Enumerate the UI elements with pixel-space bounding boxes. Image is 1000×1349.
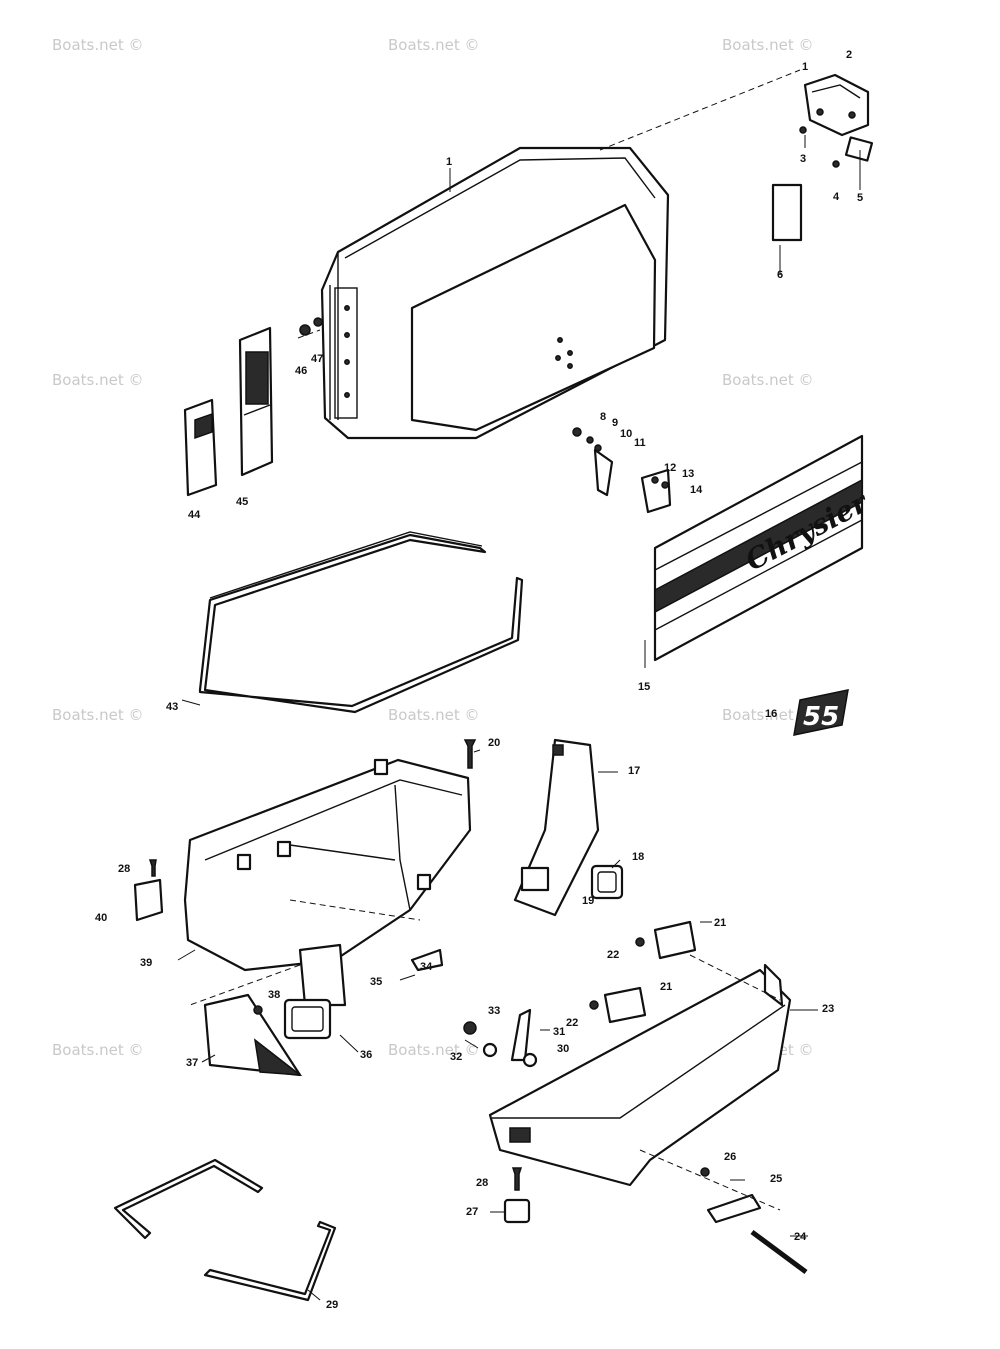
watermark: Boats.net © xyxy=(52,36,144,54)
hinge-lower xyxy=(589,986,647,1024)
watermark: Boats.net © xyxy=(722,36,814,54)
callout-label: 10 xyxy=(620,428,632,440)
callout-label: 43 xyxy=(166,701,178,713)
callout-label: 29 xyxy=(326,1299,338,1311)
callout-label: 8 xyxy=(600,411,606,423)
callout-label: 45 xyxy=(236,496,248,508)
callout-label: 12 xyxy=(664,462,676,474)
callout-label: 28 xyxy=(118,863,130,875)
leader-lines xyxy=(177,135,861,1301)
grommet xyxy=(590,864,624,900)
callout-label: 22 xyxy=(607,949,619,961)
callout-label: 21 xyxy=(660,981,672,993)
callout-label: 23 xyxy=(822,1003,834,1015)
latch-hardware xyxy=(572,427,672,514)
hinge-upper xyxy=(635,920,697,960)
callout-label: 3 xyxy=(800,153,806,165)
vent-assembly xyxy=(183,317,323,497)
callout-label: 46 xyxy=(295,365,307,377)
upper-engine-cover xyxy=(320,146,670,440)
callout-label: 11 xyxy=(634,437,646,449)
assembly-line xyxy=(599,69,801,151)
callout-label: 16 xyxy=(765,708,777,720)
watermark: Boats.net © xyxy=(52,706,144,724)
callout-label: 31 xyxy=(553,1026,565,1038)
callout-label: 37 xyxy=(186,1057,198,1069)
watermark: Boats.net © xyxy=(388,1041,480,1059)
callout-label: 13 xyxy=(682,468,694,480)
callout-label: 40 xyxy=(95,912,107,924)
watermark: Boats.net © xyxy=(388,706,480,724)
lower-left-cover xyxy=(183,758,472,1007)
callout-label: 24 xyxy=(794,1231,807,1243)
lower-vent xyxy=(203,993,332,1077)
callout-label: 36 xyxy=(360,1049,372,1061)
clip-40 xyxy=(133,859,164,922)
callout-label: 18 xyxy=(632,851,644,863)
callout-label: 14 xyxy=(690,484,703,496)
rear-bracket xyxy=(513,738,600,917)
watermark: Boats.net © xyxy=(722,371,814,389)
side-decal: Chrysier xyxy=(653,434,875,662)
screw-20 xyxy=(463,739,477,769)
callout-label: 35 xyxy=(370,976,382,988)
model-number-text: 55 xyxy=(803,702,839,732)
callout-label: 6 xyxy=(777,269,783,281)
callout-label: 2 xyxy=(846,49,852,61)
callout-label: 21 xyxy=(714,917,726,929)
callout-label: 26 xyxy=(724,1151,736,1163)
latch-assembly-lower xyxy=(410,948,538,1068)
callouts: 1 1 2 3 4 5 6 8 9 10 11 12 13 14 15 16 1… xyxy=(95,49,863,1311)
callout-label: 27 xyxy=(466,1206,478,1218)
callout-label: 38 xyxy=(268,989,280,1001)
callout-label: 9 xyxy=(612,417,618,429)
watermark: Boats.net © xyxy=(388,36,480,54)
callout-label: 22 xyxy=(566,1017,578,1029)
assembly-lines xyxy=(189,329,781,1211)
callout-label: 25 xyxy=(770,1173,782,1185)
model-badge: 55 xyxy=(793,689,849,736)
callout-label: 1 xyxy=(446,156,452,168)
callout-label: 39 xyxy=(140,957,152,969)
callout-label: 5 xyxy=(857,192,863,204)
callout-label: 44 xyxy=(188,509,201,521)
bracket-assembly xyxy=(771,73,874,242)
callout-label: 28 xyxy=(476,1177,488,1189)
lower-right-cover xyxy=(488,963,792,1187)
callout-label: 30 xyxy=(557,1043,569,1055)
callout-label: 17 xyxy=(628,765,640,777)
watermark: Boats.net © xyxy=(52,371,144,389)
watermark: Boats.net © xyxy=(52,1041,144,1059)
callout-label: 4 xyxy=(833,191,840,203)
callout-label: 34 xyxy=(420,961,433,973)
cover-seal xyxy=(198,531,524,714)
callout-label: 32 xyxy=(450,1051,462,1063)
callout-label: 47 xyxy=(311,353,323,365)
watermark: Boats.net © xyxy=(722,706,814,724)
callout-label: 15 xyxy=(638,681,650,693)
callout-label: 20 xyxy=(488,737,500,749)
latch-bolt xyxy=(700,1167,808,1275)
watermarks: Boats.net © Boats.net © Boats.net © Boat… xyxy=(52,36,814,1059)
latch-27 xyxy=(503,1167,531,1224)
grab-handles xyxy=(113,1158,337,1302)
callout-label: 19 xyxy=(582,895,594,907)
callout-label: 1 xyxy=(802,61,808,73)
callout-label: 33 xyxy=(488,1005,500,1017)
